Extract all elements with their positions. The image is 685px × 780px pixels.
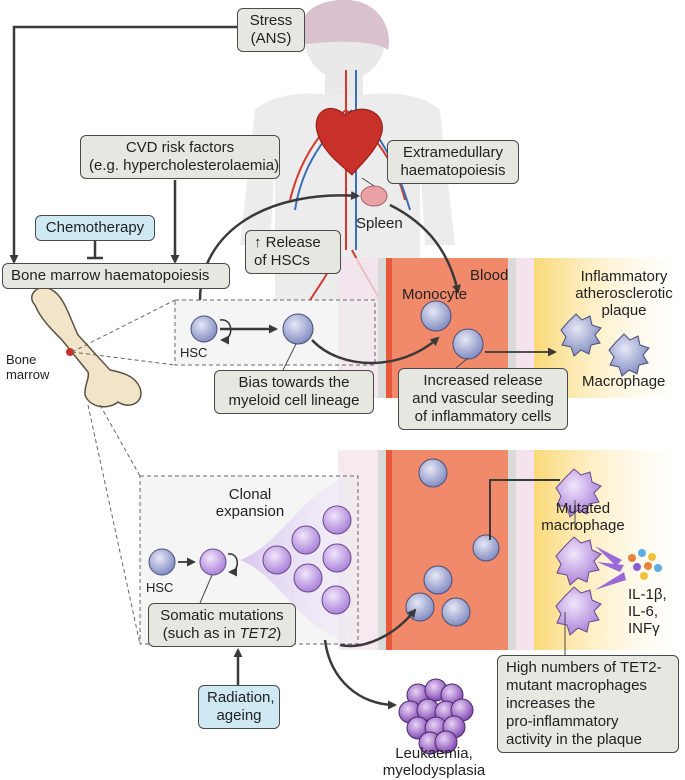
leukaemia-line-2: myelodysplasia [382,762,486,779]
label-macrophage: Macrophage [582,373,666,390]
label-plaque: Inflammatory atherosclerotic plaque [565,268,683,319]
arrow-progenitor-to-blood [311,336,440,365]
somatic-line-1: Somatic mutations [160,607,284,624]
label-spleen: Spleen [356,215,403,232]
self-renewal-arrow [227,553,238,577]
tet2-line-3: increases the [506,695,596,712]
label-increased-release: Increased release and vascular seeding o… [398,368,568,430]
macrophage-icon [608,333,650,377]
label-cytokines: IL-1β, IL-6, INFγ [628,586,667,637]
label-stress: Stress (ANS) [237,8,305,52]
monocyte-group-bottom [405,458,500,627]
tet2-line-2: mutant macrophages [506,677,647,694]
cvd-line-1: CVD risk factors [125,139,235,156]
mutated-line-2: macrophage [541,517,625,534]
heart-icon [315,107,383,176]
plaque-line-1: Inflammatory [580,268,668,285]
pointer-extramedullary [361,177,375,187]
bone-marrow-spot [66,348,74,356]
clonal-expansion-funnel [240,478,345,640]
tet2-line-1: High numbers of TET2- [506,659,662,676]
mutated-macrophage-group [555,468,602,636]
somatic-prefix: (such as in [162,625,240,642]
cytokine-line-1: IL-1β, [628,586,667,603]
label-somatic-mutations: Somatic mutations (such as in TET2) [148,603,296,647]
hsc-cell-icon [190,315,218,343]
cytokine-release-arrows [595,546,626,590]
somatic-line-2: (such as in TET2) [157,625,287,643]
arrow-stress-to-marrow [9,25,237,264]
label-blood: Blood [470,267,509,284]
increased-line-2: and vascular seeding [412,390,554,407]
macrophage-icon [560,313,602,357]
label-chemotherapy: Chemotherapy [35,215,155,241]
cytokine-line-2: IL-6, [628,603,659,620]
label-bone-marrow-haematopoiesis: Bone marrow haematopoiesis [2,263,230,289]
release-line-2: of HSCs [254,252,310,269]
hsc-cell-icon [148,548,176,576]
extramedullary-line-2: haematopoiesis [400,162,506,179]
mutant-cell-icon [199,548,227,576]
arrow-clonal-to-blood [339,608,417,648]
clonal-line-1: Clonal [228,486,272,503]
tet2-line-4: pro-inflammatory [506,713,619,730]
plaque-line-2: atherosclerotic [575,285,673,302]
label-bone-marrow: Bone marrow [6,352,49,382]
cytokine-line-3: INFγ [628,620,660,637]
radiation-line-1: Radiation, [207,689,275,706]
myeloid-progenitor-cell [282,313,314,345]
spleen-icon [360,185,388,207]
pointer-bias [282,343,297,371]
cvd-line-2: (e.g. hypercholesterolaemia) [89,157,280,174]
label-mutated-macrophage: Mutated macrophage [528,500,638,534]
release-line-1: ↑ Release [254,234,321,251]
label-hsc-top: HSC [180,345,208,360]
monocyte-icon [420,300,452,332]
cytokine-dots-icon [628,549,662,580]
bone-icon [31,286,142,408]
label-extramedullary: Extramedullary haematopoiesis [387,140,519,184]
plaque-line-3: plaque [601,302,647,319]
label-hsc-bottom: HSC [146,580,174,595]
bmh-text: Bone marrow haematopoiesis [11,267,210,284]
clonal-cell-cluster [262,505,352,615]
arrow-spleen-to-blood [389,203,461,294]
somatic-suffix: ) [276,625,282,642]
label-clonal-expansion: Clonal expansion [205,486,295,520]
bias-line-2: myeloid cell lineage [228,392,360,409]
label-release-hscs: ↑ Release of HSCs [245,230,341,274]
label-bias: Bias towards the myeloid cell lineage [214,370,374,414]
leukaemia-line-1: Leukaemia, [395,745,473,762]
label-leukaemia: Leukaemia, myelodysplasia [378,745,490,779]
arrow-clonal-to-leukaemia [323,639,397,710]
increased-line-3: of inflammatory cells [414,408,552,425]
chemotherapy-text: Chemotherapy [45,219,145,236]
monocyte-icon [452,328,484,360]
bone-marrow-line-2: marrow [6,367,50,382]
extramedullary-line-1: Extramedullary [402,144,504,161]
increased-line-1: Increased release [423,372,543,389]
leukaemia-cluster-icon [398,678,474,755]
arrow-monocyte-infiltration [489,479,560,540]
label-monocyte: Monocyte [402,286,468,303]
tet2-line-5: activity in the plaque [506,731,642,748]
stress-line-1: Stress [249,12,293,29]
radiation-line-2: ageing [216,707,262,724]
label-radiation-ageing: Radiation, ageing [198,685,280,729]
bone-marrow-line-1: Bone [6,352,37,367]
bias-line-1: Bias towards the [238,374,350,391]
stress-line-2: (ANS) [250,30,292,47]
clonal-line-2: expansion [215,503,285,520]
label-cvd-risk: CVD risk factors (e.g. hypercholesterola… [80,135,280,179]
label-tet2-macrophages: High numbers of TET2- mutant macrophages… [497,655,679,753]
pointer-somatic [199,574,213,604]
pointer-increased-release [455,357,469,369]
mutated-line-1: Mutated [555,500,611,517]
somatic-gene: TET2 [239,625,277,642]
